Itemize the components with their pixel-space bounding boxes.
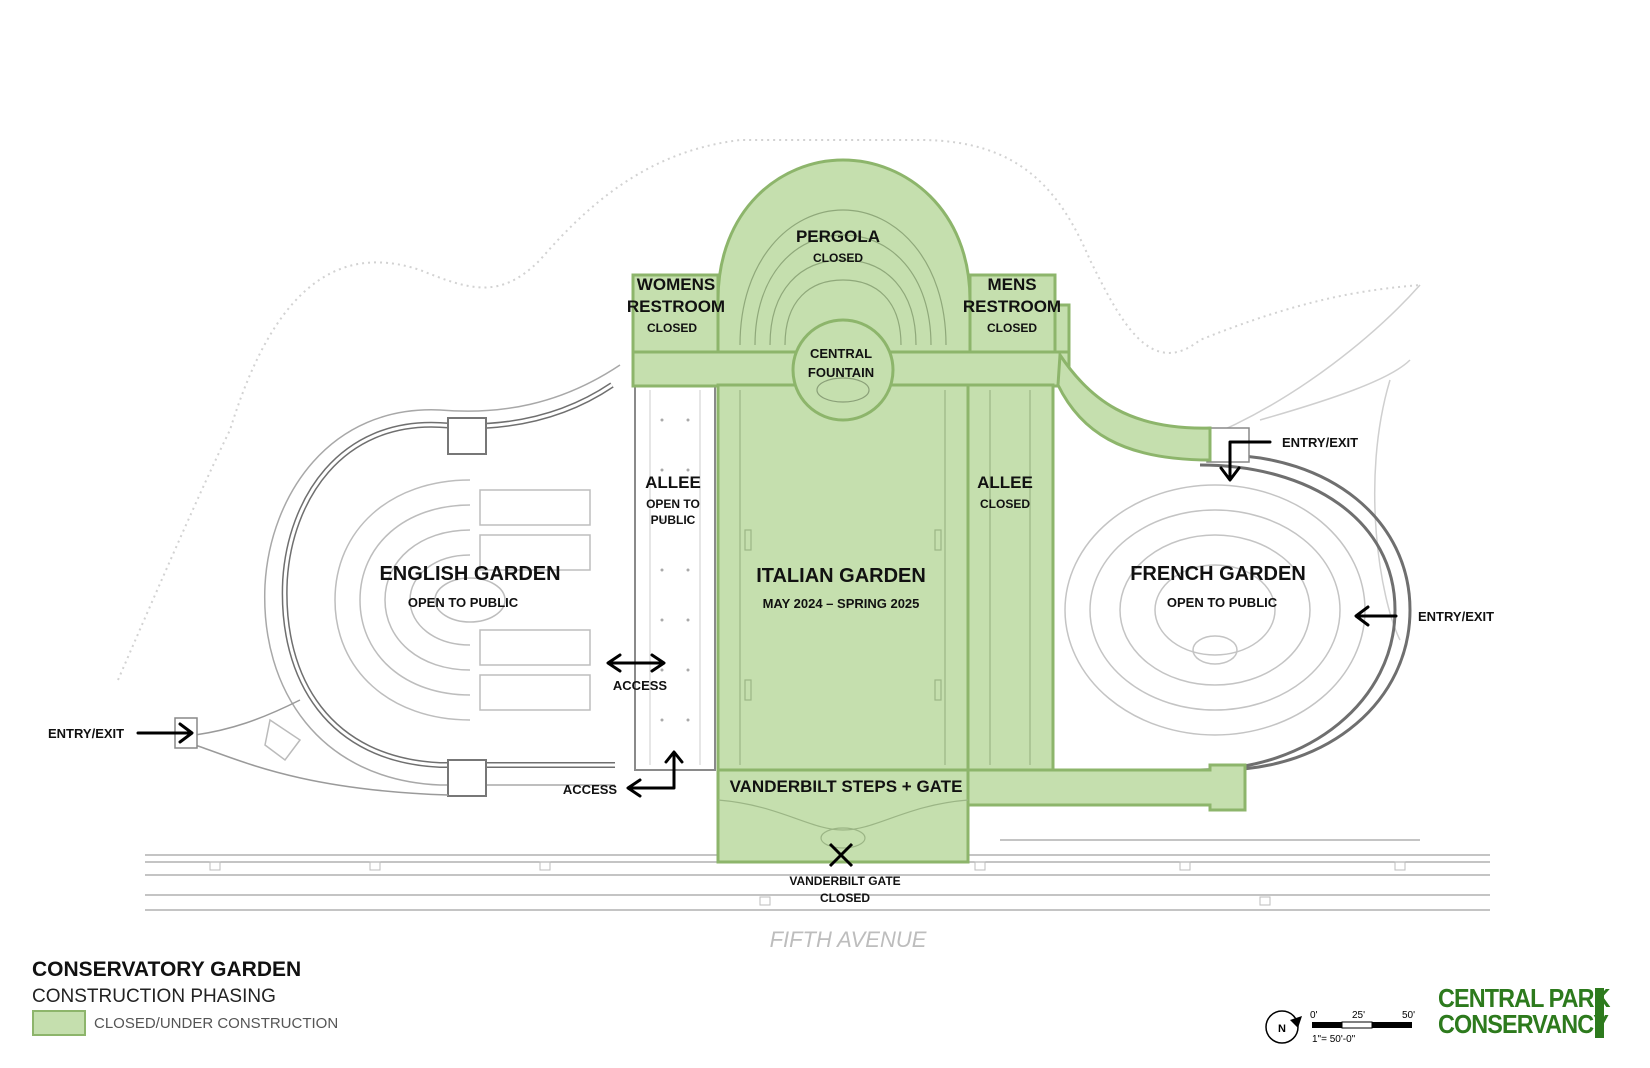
allee-right-area xyxy=(966,383,1055,772)
allee-right-status: CLOSED xyxy=(980,497,1030,511)
gate-closed-marker xyxy=(828,842,854,868)
brand-logo: CENTRAL PARK CONSERVANCY xyxy=(1438,985,1629,1037)
scale-tick-25: 25' xyxy=(1352,1010,1365,1021)
french-garden-beds xyxy=(1064,484,1366,736)
french-garden-label: FRENCH GARDEN xyxy=(1130,563,1306,585)
central-fountain xyxy=(791,318,895,422)
legend-title: CONSERVATORY GARDEN xyxy=(32,958,302,981)
legend-item-label: CLOSED/UNDER CONSTRUCTION xyxy=(94,1014,339,1032)
french-garden-outline xyxy=(1199,453,1412,772)
brand-line-2: CONSERVANCY xyxy=(1438,1009,1609,1039)
entry-top-right-label: ENTRY/EXIT xyxy=(1282,435,1358,450)
allee-left-status-2: PUBLIC xyxy=(651,513,696,527)
womens-restroom-label: WOMENS xyxy=(637,275,715,294)
central-fountain-label: CENTRAL xyxy=(810,346,872,361)
french-garden-status: OPEN TO PUBLIC xyxy=(1167,595,1278,610)
legend-subtitle: CONSTRUCTION PHASING xyxy=(32,986,276,1007)
allee-left xyxy=(634,384,716,771)
english-garden-beds xyxy=(334,479,591,721)
mens-restroom-status: CLOSED xyxy=(987,321,1037,335)
vanderbilt-gate-status: CLOSED xyxy=(820,891,870,905)
pergola-label: PERGOLA xyxy=(796,227,880,246)
allee-left-status: OPEN TO xyxy=(646,497,700,511)
entry-left-label: ENTRY/EXIT xyxy=(48,726,124,741)
scale-bar: N 0' 25' 50' 1"= 50'-0" xyxy=(1265,1010,1415,1045)
access-lower-label: ACCESS xyxy=(563,782,618,797)
mens-restroom-label-2: RESTROOM xyxy=(963,297,1061,316)
womens-restroom-status: CLOSED xyxy=(647,321,697,335)
scale-ratio: 1"= 50'-0" xyxy=(1312,1034,1356,1045)
right-connector xyxy=(1056,350,1212,462)
english-garden-label: ENGLISH GARDEN xyxy=(379,563,560,585)
pergola-status: CLOSED xyxy=(813,251,863,265)
access-upper-label: ACCESS xyxy=(613,678,668,693)
italian-garden-area xyxy=(716,383,970,772)
right-path xyxy=(1199,284,1421,641)
brand-line-1: CENTRAL PARK xyxy=(1438,983,1611,1013)
scale-tick-0: 0' xyxy=(1310,1010,1318,1021)
pergola-area xyxy=(716,158,972,354)
womens-restroom-label-2: RESTROOM xyxy=(627,297,725,316)
legend-item: CLOSED/UNDER CONSTRUCTION xyxy=(32,1010,338,1036)
scale-tick-50: 50' xyxy=(1402,1010,1415,1021)
italian-garden-label: ITALIAN GARDEN xyxy=(756,565,926,587)
mens-restroom-label: MENS xyxy=(987,275,1036,294)
arrows xyxy=(136,440,1398,798)
italian-garden-dates: MAY 2024 – SPRING 2025 xyxy=(763,596,920,611)
womens-restroom-area xyxy=(631,273,720,357)
vanderbilt-steps-label: VANDERBILT STEPS + GATE xyxy=(730,777,963,796)
site-boundary xyxy=(117,139,1421,681)
allee-right-label: ALLEE xyxy=(977,473,1033,492)
closed-areas xyxy=(631,158,1247,864)
allee-left-label: ALLEE xyxy=(645,473,701,492)
north-label: N xyxy=(1278,1023,1286,1035)
entry-right-label: ENTRY/EXIT xyxy=(1418,609,1494,624)
street-label: FIFTH AVENUE xyxy=(770,927,927,952)
english-garden-status: OPEN TO PUBLIC xyxy=(408,595,519,610)
vanderbilt-gate-label: VANDERBILT GATE xyxy=(789,874,900,888)
brand-bar xyxy=(1595,988,1604,1038)
legend-swatch xyxy=(32,1010,86,1036)
central-fountain-label-2: FOUNTAIN xyxy=(808,365,874,380)
vanderbilt-steps-area xyxy=(716,768,970,864)
